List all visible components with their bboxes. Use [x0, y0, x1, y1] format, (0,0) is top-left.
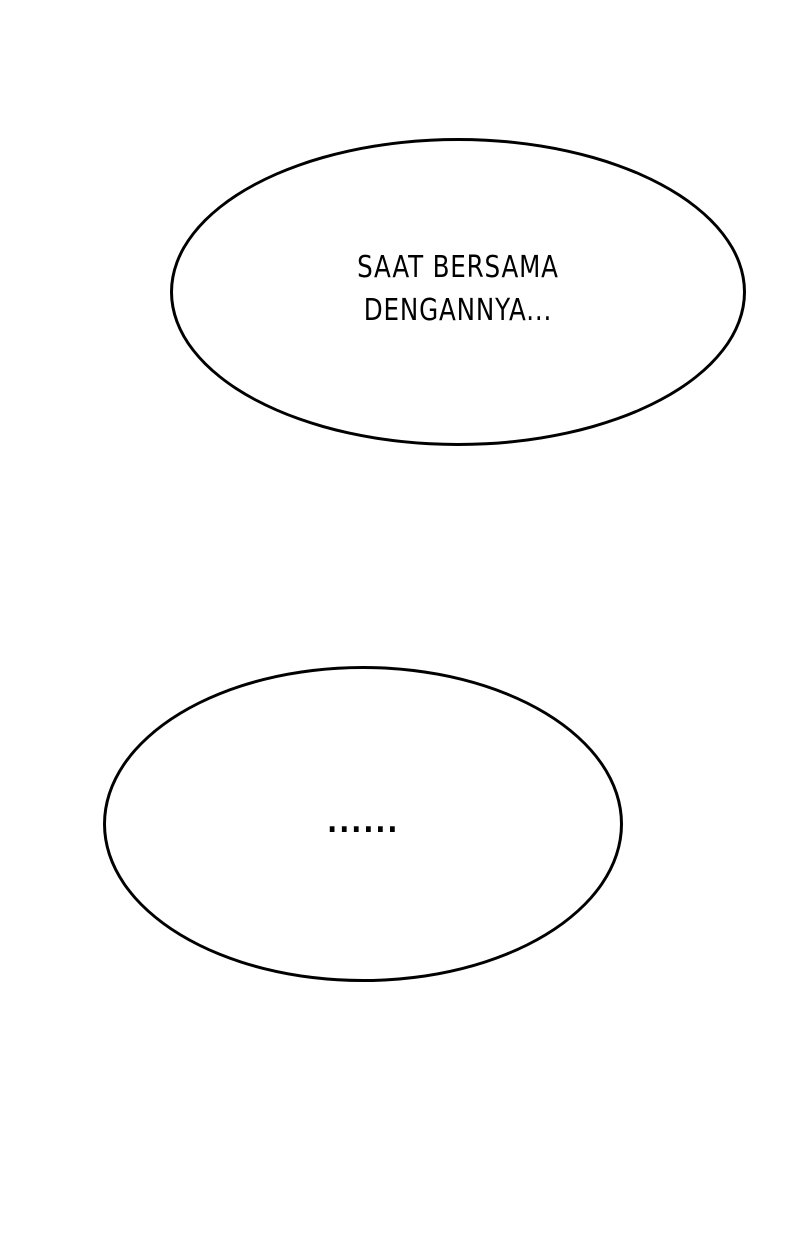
- speech-bubble-2-text: ......: [326, 804, 400, 840]
- speech-bubble-1: SAAT BERSAMA DENGANNYA...: [170, 138, 746, 446]
- speech-bubble-1-text: SAAT BERSAMA DENGANNYA...: [357, 250, 559, 328]
- speech-bubble-2: ......: [103, 666, 623, 982]
